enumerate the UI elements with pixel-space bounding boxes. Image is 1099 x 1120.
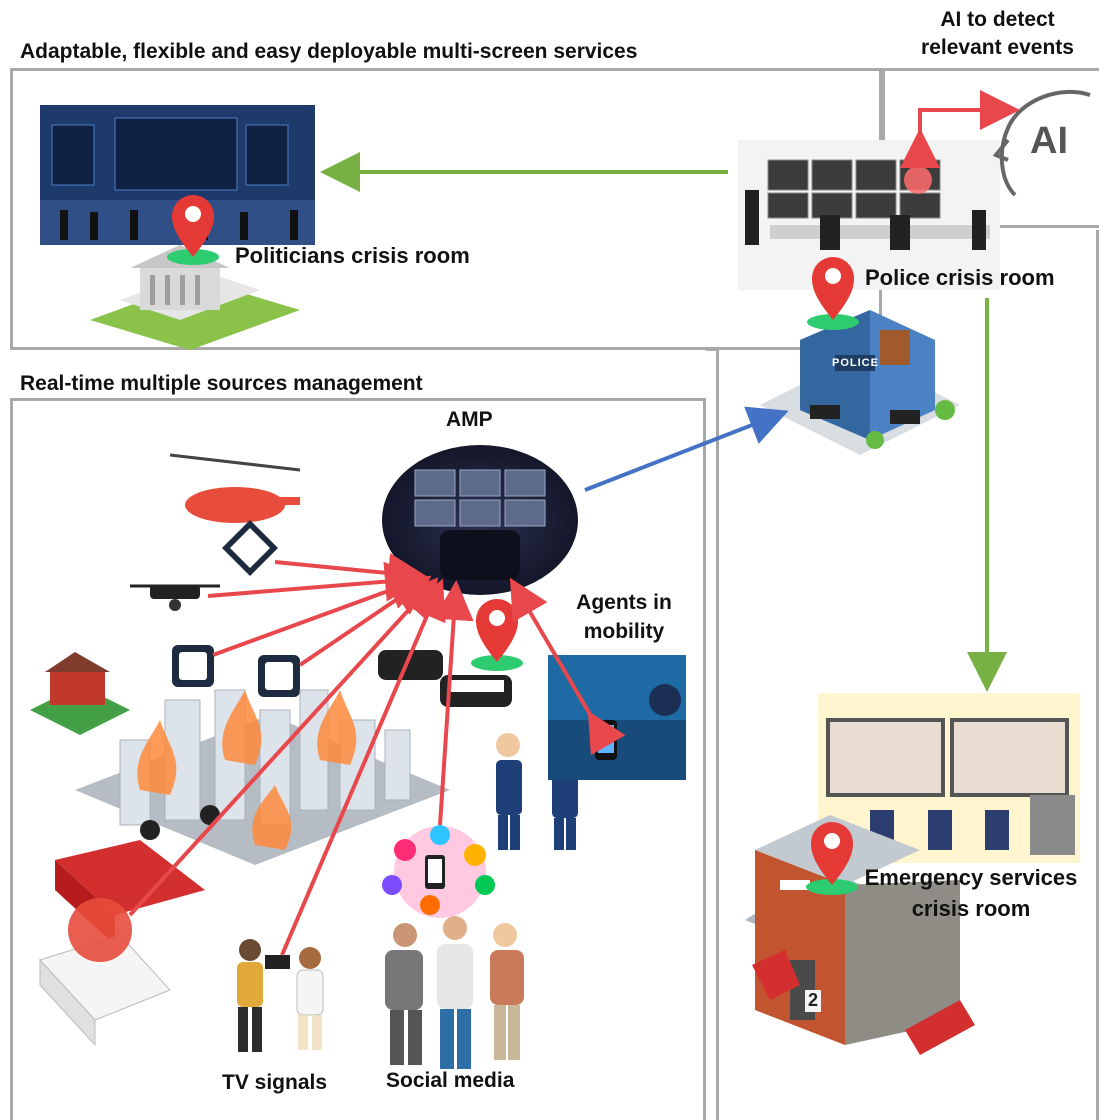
social-people-scene — [385, 916, 524, 1069]
pin-mobility — [471, 599, 523, 671]
amp-label: AMP — [446, 408, 493, 431]
realtime-heading: Real-time multiple sources management — [20, 372, 423, 395]
tv-label: TV signals — [222, 1071, 328, 1094]
house-scene — [30, 652, 130, 735]
garage-number: 2 — [808, 990, 819, 1010]
amp-screens — [414, 469, 546, 527]
arrow-drone-to-amp — [207, 561, 425, 602]
arrow-ai-link — [900, 90, 1020, 168]
social-label: Social media — [386, 1069, 515, 1092]
arrow-amp-to-police — [584, 406, 789, 492]
pin-emergency — [806, 822, 858, 895]
police-label: Police crisis room — [865, 265, 1055, 290]
helicopter-scene — [169, 453, 301, 523]
police-room-scene — [738, 140, 1000, 290]
police-station-scene — [760, 310, 960, 455]
connector-line — [706, 348, 719, 351]
source-arrows — [128, 553, 626, 956]
outer-right-frame — [716, 348, 1099, 1120]
city-fire-scene — [75, 689, 450, 865]
realtime-frame — [10, 398, 706, 1120]
arrow-social-to-amp — [433, 580, 474, 826]
police-cars-scene — [378, 650, 512, 707]
ambulance-scene — [39, 898, 171, 1047]
amp-operator — [440, 530, 520, 580]
police-sign: POLICE — [832, 357, 879, 369]
right-divider — [1096, 230, 1099, 1120]
social-media-icons — [382, 825, 495, 918]
tv-crew-scene — [237, 939, 324, 1052]
ai-icon-text: AI — [1030, 120, 1068, 162]
arrow-cam3-to-amp — [298, 575, 432, 667]
arrow-camera-to-amp — [274, 553, 428, 593]
arrow-mobility-to-amp — [509, 577, 626, 756]
ai-heading: AI to detect relevant events — [921, 8, 1074, 59]
arrow-tv-to-amp — [280, 578, 446, 956]
agents-mobility-scene — [548, 655, 686, 780]
pin-police — [807, 257, 859, 330]
agents-label: Agents in mobility — [576, 591, 672, 643]
arrow-cam2-to-amp — [212, 571, 429, 657]
drone-scene — [130, 584, 220, 611]
politicians-label: Politicians crisis room — [235, 243, 470, 268]
camera-sign-1 — [222, 520, 278, 576]
arrow-emergency-to-amp — [128, 577, 439, 917]
emergency-label: Emergency services crisis room — [864, 865, 1078, 921]
pin-politicians — [167, 195, 219, 265]
services-heading: Adaptable, flexible and easy deployable … — [20, 40, 638, 63]
